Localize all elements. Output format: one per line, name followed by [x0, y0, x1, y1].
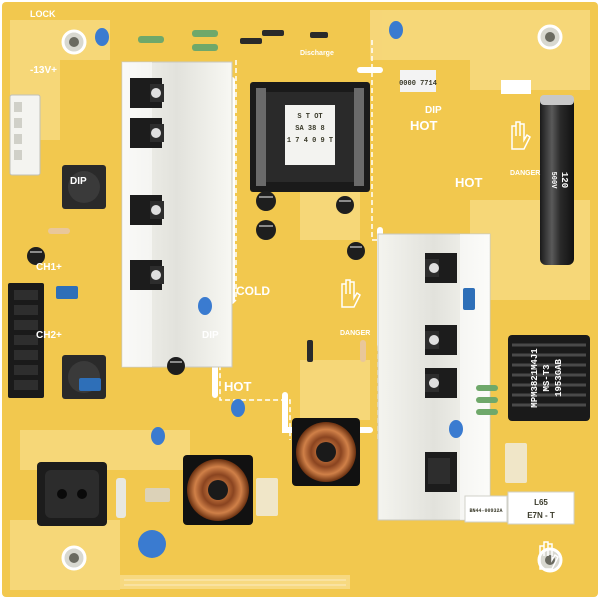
svg-text:SA 38 8: SA 38 8 [295, 125, 324, 133]
warning-strip [120, 575, 350, 589]
label-hot-3: HOT [224, 379, 252, 394]
silkscreen-labels: LOCK -13V+ DIP CH1+ CH2+ HOT DIP HOT COL… [30, 9, 540, 394]
toroid-coil-1 [183, 455, 253, 525]
label-lock: LOCK [30, 9, 56, 19]
label-13v: -13V+ [30, 65, 57, 76]
to220-transistors [130, 78, 457, 492]
cap-rating-2: 500V [549, 172, 557, 190]
inductor-label-1: MPM3821M4J1 [530, 348, 540, 408]
sticker-code: BN44-00932A [469, 508, 502, 514]
mounting-holes [61, 24, 563, 573]
signal-connector [9, 94, 41, 176]
board-id-sticker: 0000 7714 [399, 70, 531, 94]
copper-traces [10, 10, 590, 590]
cap-rating-1: 120 [559, 172, 569, 188]
label-dip-3: DIP [202, 330, 219, 341]
output-connector [8, 283, 44, 398]
small-capacitors [27, 191, 365, 375]
y-capacitors [95, 21, 463, 558]
warning-text-lines [124, 579, 346, 586]
model-variant: E7N - T [527, 511, 555, 520]
label-dip-2: DIP [425, 105, 442, 116]
label-hot-2: HOT [455, 175, 483, 190]
output-inductor: MPM3821M4J1 MS-T3 1953GAB [508, 335, 590, 421]
bulk-capacitor: 120 500V [540, 95, 574, 265]
svg-text:S T OT: S T OT [297, 113, 322, 121]
toroid-coil-2 [292, 418, 360, 486]
inductor-label-2: MS-T3 [542, 364, 552, 391]
inductor-label-3: 1953GAB [554, 359, 564, 397]
main-transformer: S T OT SA 38 8 1 7 4 0 9 T [250, 82, 370, 192]
label-dip-1: DIP [70, 176, 87, 187]
label-cold: COLD [236, 284, 270, 298]
film-capacitors [56, 286, 475, 391]
label-hot-1: HOT [410, 118, 438, 133]
ac-inlet-connector [37, 462, 107, 526]
svg-text:1 7 4 0 9 T: 1 7 4 0 9 T [287, 137, 333, 145]
model-sticker: L65 E7N - T BN44-00932A [464, 491, 575, 525]
label-danger-2: DANGER [340, 330, 370, 337]
danger-symbols [341, 121, 559, 570]
fuse-and-relay [116, 443, 527, 518]
svg-text:0000 7714: 0000 7714 [399, 80, 437, 88]
label-ch2: CH2+ [36, 330, 62, 341]
axial-components [48, 30, 498, 415]
label-ch1: CH1+ [36, 262, 62, 273]
label-discharge: Discharge [300, 50, 334, 57]
model-code: L65 [534, 498, 548, 507]
label-danger-1: DANGER [510, 170, 540, 177]
